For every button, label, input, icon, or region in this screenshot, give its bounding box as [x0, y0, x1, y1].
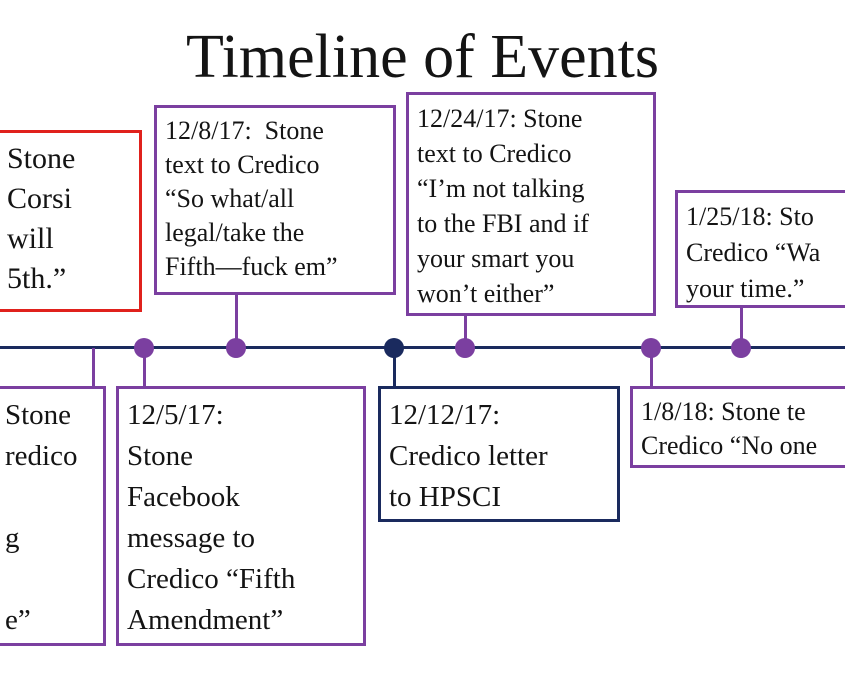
event-box-12-8-17: 12/8/17: Stone text to Credico “So what/… — [154, 105, 396, 295]
event-box-12-5-17: 12/5/17: Stone Facebook message to Credi… — [116, 386, 366, 646]
event-box-12-24-17: 12/24/17: Stone text to Credico “I’m not… — [406, 92, 656, 316]
timeline-dot-1-8-18 — [641, 338, 661, 358]
timeline-dot-12-12-17 — [384, 338, 404, 358]
event-box-1-8-18: 1/8/18: Stone te Credico “No one — [630, 386, 845, 468]
timeline-dot-12-5-17 — [134, 338, 154, 358]
stem-left-bottom — [92, 348, 95, 386]
event-box-12-12-17: 12/12/17: Credico letter to HPSCI — [378, 386, 620, 522]
stem-12-5-17 — [143, 348, 146, 386]
stem-1-25-18 — [740, 308, 743, 348]
stem-12-24-17 — [464, 316, 467, 348]
timeline-dot-12-8-17 — [226, 338, 246, 358]
timeline-dot-1-25-18 — [731, 338, 751, 358]
event-box-left-bottom: Stone redico g e” — [0, 386, 106, 646]
timeline-axis — [0, 346, 845, 349]
timeline-title: Timeline of Events — [185, 23, 660, 91]
timeline-dot-12-24-17 — [455, 338, 475, 358]
stem-12-8-17 — [235, 295, 238, 348]
event-box-1-25-18: 1/25/18: Sto Credico “Wa your time.” — [675, 190, 845, 308]
event-box-left-top: Stone Corsi will 5th.” — [0, 130, 142, 312]
stem-1-8-18 — [650, 348, 653, 386]
stem-12-12-17 — [393, 348, 396, 386]
